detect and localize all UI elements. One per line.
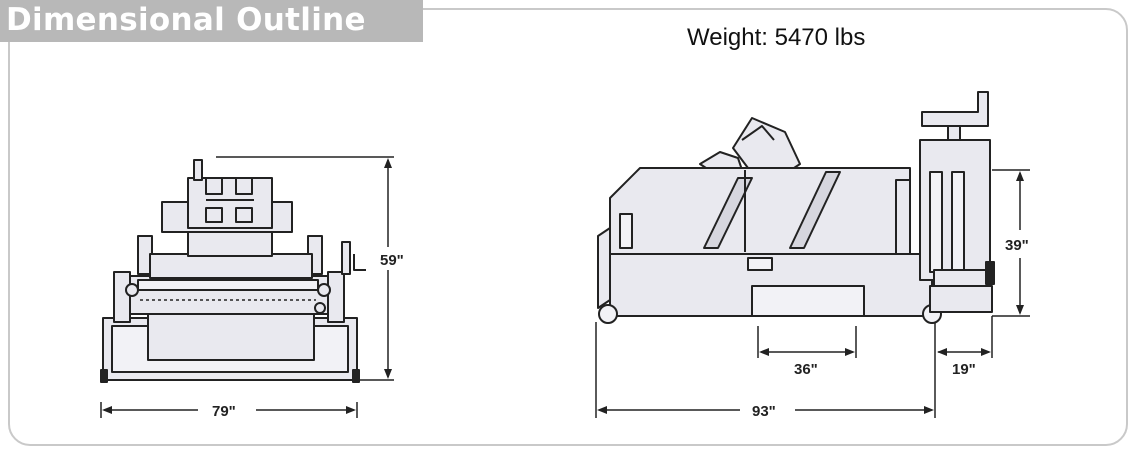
side-height-label: 39"	[1005, 237, 1029, 254]
side-length-label: 93"	[752, 403, 776, 420]
side-view	[597, 91, 995, 324]
side-opening-label: 36"	[794, 361, 818, 378]
side-depth-label: 19"	[952, 361, 976, 378]
front-width-label: 79"	[212, 403, 236, 420]
title-tab: Dimensional Outline	[0, 0, 423, 42]
front-view	[100, 159, 366, 383]
page-title: Dimensional Outline	[6, 2, 366, 38]
weight-label: Weight: 5470 lbs	[687, 24, 866, 51]
front-height-label: 59"	[380, 252, 404, 269]
